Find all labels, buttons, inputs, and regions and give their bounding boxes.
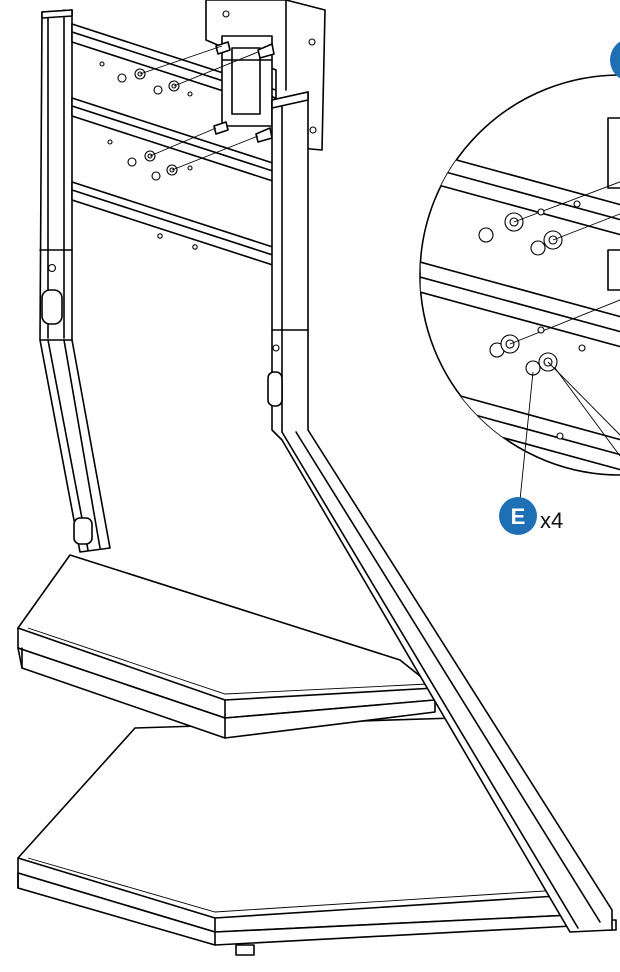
step-badge-partial (610, 41, 620, 79)
left-post (39, 9, 111, 553)
quantity-label: x4 (540, 508, 564, 533)
washer-icon (99, 45, 259, 181)
part-e-badge (499, 497, 537, 535)
right-post (267, 91, 613, 933)
bolt-icon (213, 41, 275, 143)
part-e-letter: E (511, 504, 526, 529)
part-e-callout: E (499, 371, 537, 535)
magnifier-callout (419, 74, 620, 476)
